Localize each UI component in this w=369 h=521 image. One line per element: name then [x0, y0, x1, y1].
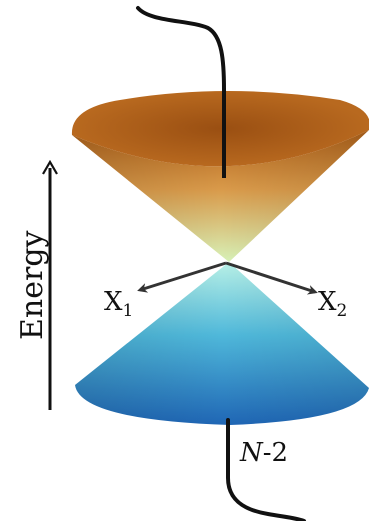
x1-label: X1 [104, 287, 133, 321]
dimension-label: N-2 [239, 438, 288, 468]
lower-cone [75, 262, 369, 425]
lower-state-curve [226, 418, 306, 521]
upper-cone [71, 91, 369, 262]
x2-label: X2 [318, 287, 347, 321]
upper-state-curve [136, 6, 226, 182]
x1-coordinate-arrow [137, 261, 227, 293]
x2-coordinate-arrow [225, 261, 318, 295]
energy-axis-label: Energy [15, 230, 50, 340]
